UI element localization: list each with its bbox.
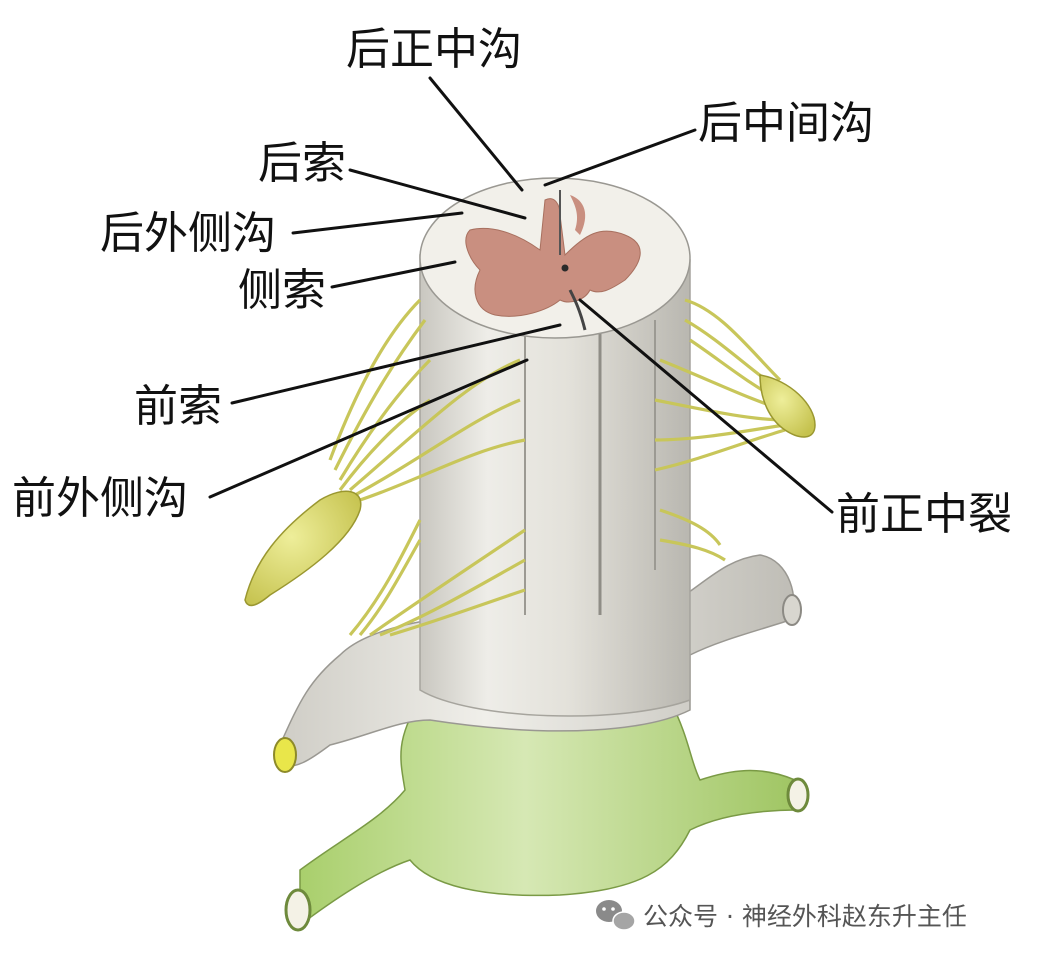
label-posterior-median-sulcus: 后正中沟 xyxy=(346,24,522,75)
watermark: 公众号 · 神经外科赵东升主任 xyxy=(596,900,967,931)
label-anterior-funiculus: 前索 xyxy=(134,381,222,432)
leader-posterolateral-sulcus xyxy=(291,211,464,235)
leader-posterior-median-sulcus xyxy=(428,76,524,192)
wechat-icon xyxy=(596,900,636,931)
label-posterolateral-sulcus: 后外侧沟 xyxy=(100,208,276,259)
watermark-text: 公众号 · 神经外科赵东升主任 xyxy=(643,902,967,931)
labels: 后正中沟 后中间沟 后索 后外侧沟 侧索 前索 前外侧沟 前正中裂 xyxy=(12,24,1012,540)
leader-lines xyxy=(208,76,834,514)
ganglion-left xyxy=(244,490,362,607)
label-posterior-funiculus: 后索 xyxy=(258,138,346,189)
nerve-cut-end-right xyxy=(786,777,810,813)
dura-sheath-green xyxy=(284,699,810,932)
label-anterolateral-sulcus: 前外侧沟 xyxy=(12,473,188,524)
leader-anterior-funiculus xyxy=(230,323,562,405)
nerve-cut-end-left xyxy=(284,888,312,932)
gray-matter-butterfly xyxy=(465,198,641,317)
label-posterior-intermediate-sulcus: 后中间沟 xyxy=(698,98,874,149)
ganglion-right xyxy=(759,374,816,438)
nerve-roots-right xyxy=(654,298,816,562)
nerve-roots-left xyxy=(244,298,526,637)
leader-posterior-funiculus xyxy=(348,168,527,220)
leader-anterior-median-fissure xyxy=(578,298,834,514)
label-anterior-median-fissure: 前正中裂 xyxy=(836,489,1012,540)
spinal-cord-column xyxy=(419,177,691,717)
leader-posterior-intermediate-sulcus xyxy=(543,128,697,187)
central-canal xyxy=(561,264,569,272)
leader-lateral-funiculus xyxy=(330,260,457,289)
leader-anterolateral-sulcus xyxy=(208,358,529,499)
label-lateral-funiculus: 侧索 xyxy=(238,265,326,316)
